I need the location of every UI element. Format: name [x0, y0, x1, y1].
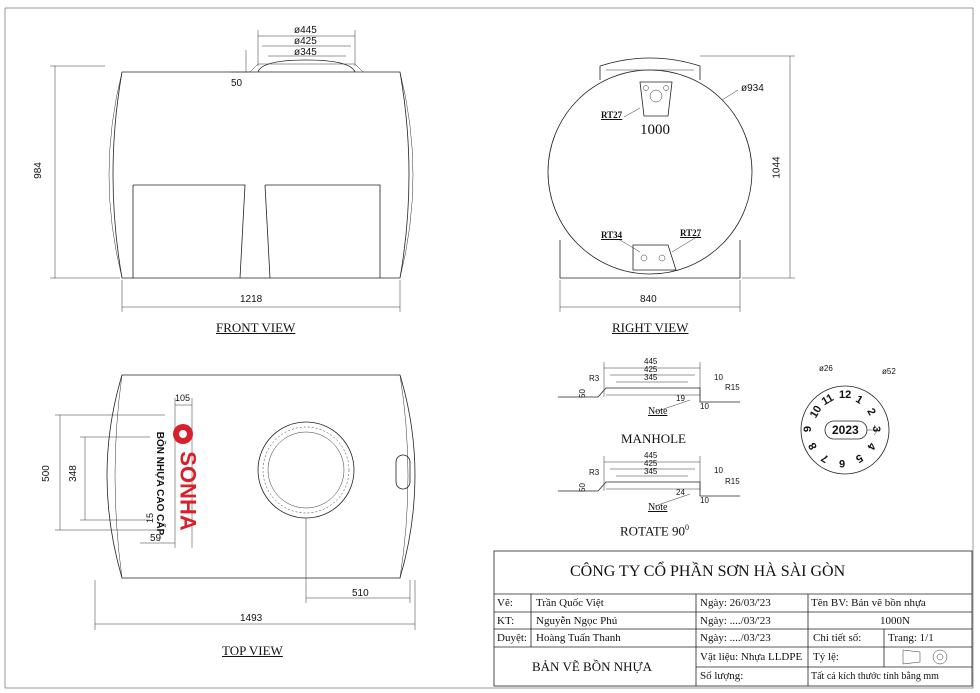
manhole-dim-r15: R15 [725, 383, 740, 392]
label-rt27-bottom: RT27 [680, 228, 702, 238]
kt-label: KT: [497, 615, 515, 627]
right-view-title: RIGHT VIEW [612, 320, 689, 335]
drawing-name: Tên BV: Bản vẽ bồn nhựa [811, 597, 926, 609]
duyet-label: Duyệt: [497, 632, 527, 644]
rotate-dim-425: 425 [644, 459, 658, 468]
right-dim-934: ø934 [741, 83, 764, 94]
manhole-dim-19: 19 [676, 394, 685, 403]
front-dim-425: ø425 [294, 36, 317, 47]
sonha-logo-text: SONHA [175, 451, 201, 531]
front-dim-345: ø345 [294, 47, 317, 58]
rotate-dim-10b: 10 [700, 496, 709, 505]
rotate-dim-10a: 10 [714, 466, 723, 475]
right-view [547, 55, 795, 312]
manhole-detail [558, 362, 740, 413]
sheet-border [4, 7, 974, 689]
title-block-frame [493, 550, 973, 687]
rotate-note: Note [648, 502, 668, 513]
label-rt27-top: RT27 [601, 110, 623, 120]
stamp-year: 2023 [832, 423, 859, 437]
top-view [55, 374, 416, 630]
front-view-title: FRONT VIEW [216, 320, 296, 335]
rotate-degree: 0 [685, 523, 690, 532]
front-dim-1218: 1218 [240, 294, 263, 305]
kt-name: Nguyễn Ngọc Phú [536, 615, 618, 627]
chi-tiet-label: Chi tiết số: [813, 632, 862, 644]
front-dim-984: 984 [32, 162, 44, 179]
right-dim-840: 840 [640, 294, 657, 305]
rotate-detail [558, 456, 740, 507]
rotate-dim-345: 345 [644, 467, 658, 476]
model-code: 1000N [880, 615, 910, 627]
stamp-number: 12 [839, 389, 852, 401]
rotate-dim-24: 24 [676, 488, 685, 497]
stamp-number: 6 [839, 457, 846, 469]
manhole-dim-445: 445 [644, 357, 658, 366]
material: Vật liệu: Nhựa LLDPE [700, 651, 803, 663]
kt-date: Ngày: ..../03/'23 [700, 615, 771, 627]
manhole-title: MANHOLE [621, 431, 686, 446]
manhole-dim-425: 425 [644, 365, 658, 374]
scale-label: Tỷ lệ: [813, 651, 839, 663]
rotate-dim-r15: R15 [725, 477, 740, 486]
top-dim-348: 348 [67, 465, 79, 482]
rotate-dim-445: 445 [644, 451, 658, 460]
stamp-dim-52: ø52 [882, 367, 896, 376]
front-dim-445: ø445 [294, 25, 317, 36]
date-stamp [800, 385, 890, 475]
top-dim-500: 500 [40, 465, 52, 482]
top-dim-1493: 1493 [240, 613, 263, 624]
manhole-dim-345: 345 [644, 373, 658, 382]
manhole-note: Note [648, 406, 668, 417]
company-name: CÔNG TY CỔ PHẦN SƠN HÀ SÀI GÒN [570, 563, 846, 580]
rotate-dim-50: 50 [577, 483, 587, 492]
quantity-label: Số lượng: [700, 670, 744, 682]
stamp-number: 9 [802, 425, 815, 433]
duyet-name: Hoàng Tuấn Thanh [536, 632, 621, 644]
manhole-dim-10b: 10 [700, 402, 709, 411]
top-view-title: TOP VIEW [222, 643, 283, 658]
top-dim-510: 510 [352, 588, 369, 599]
manhole-dim-10a: 10 [714, 373, 723, 382]
front-view [50, 30, 414, 312]
label-rt34: RT34 [601, 230, 623, 240]
duyet-date: Ngày: ..../03/'23 [700, 632, 771, 644]
ve-label: Vẽ: [497, 597, 513, 609]
label-capacity: 1000 [640, 122, 670, 138]
ve-date: Ngày: 26/03/'23 [700, 597, 771, 609]
top-dim-105: 105 [175, 393, 191, 403]
rotate-dim-r3: R3 [589, 468, 600, 477]
stamp-dim-26: ø26 [819, 364, 833, 373]
ve-name: Trần Quốc Việt [536, 597, 604, 609]
tank-side-text: BỒN NHỰA CAO CẤP [154, 431, 166, 536]
rotate-title-text: ROTATE 90 [620, 523, 686, 539]
right-dim-1044: 1044 [771, 156, 783, 179]
page-number: Trang: 1/1 [888, 632, 934, 644]
front-dim-50: 50 [231, 78, 243, 89]
rotate-title: ROTATE 900 [620, 523, 689, 539]
units-note: Tất cả kích thước tính bằng mm [811, 671, 939, 682]
top-dim-59: 59 [150, 533, 162, 544]
stamp-number: 3 [870, 425, 883, 433]
drawing-title: BẢN VẼ BỒN NHỰA [532, 659, 652, 674]
manhole-dim-r3: R3 [589, 374, 600, 383]
manhole-dim-50: 50 [577, 389, 587, 398]
